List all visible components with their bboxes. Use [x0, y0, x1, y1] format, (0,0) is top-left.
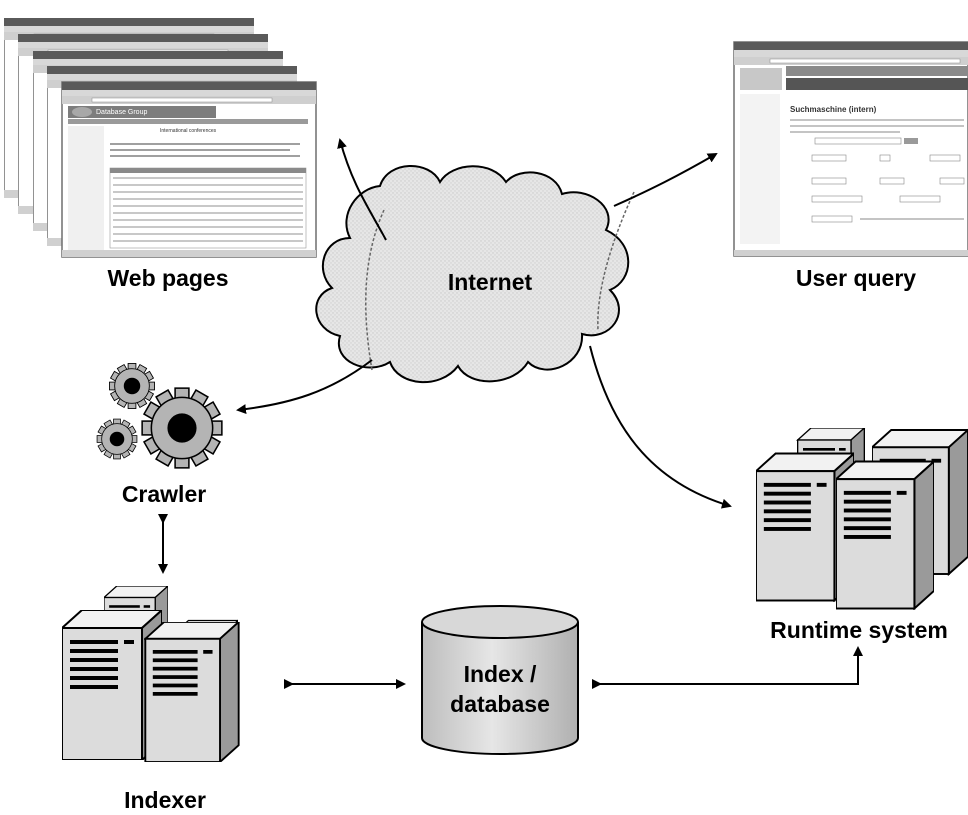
web-page-header-text: Database Group	[96, 109, 147, 116]
user-query-screenshot: Suchmaschine (intern)	[733, 41, 968, 257]
label-index-line2: database	[450, 691, 550, 717]
database-cylinder-icon	[421, 605, 579, 755]
connection-arrows	[158, 138, 863, 689]
browser-window-front: Database Group International conferences	[61, 81, 317, 258]
label-internet: Internet	[448, 269, 533, 295]
crawler-gears	[96, 363, 223, 469]
arrow-to-user-query	[613, 152, 718, 207]
arrow-to-runtime-system	[589, 345, 732, 509]
label-runtime-system: Runtime system	[770, 617, 948, 643]
server-icon	[836, 460, 934, 610]
web-pages-screenshots: Database Group International conferences	[4, 18, 317, 258]
label-indexer: Indexer	[124, 787, 206, 813]
arrow-database-runtime	[592, 646, 863, 689]
label-user-query: User query	[796, 265, 916, 291]
indexer-servers	[62, 586, 240, 762]
server-icon	[144, 622, 240, 762]
gear-icon	[141, 387, 223, 469]
gear-icon	[109, 363, 155, 409]
label-index-line1: Index /	[464, 661, 537, 687]
label-crawler: Crawler	[122, 481, 206, 507]
label-web-pages: Web pages	[108, 265, 229, 291]
arrow-to-crawler	[236, 359, 373, 415]
gear-icon	[96, 418, 138, 460]
user-query-title-text: Suchmaschine (intern)	[790, 105, 877, 114]
web-page-title-text: International conferences	[160, 128, 217, 134]
arrow-to-web-pages	[337, 138, 387, 241]
runtime-servers	[756, 428, 968, 610]
